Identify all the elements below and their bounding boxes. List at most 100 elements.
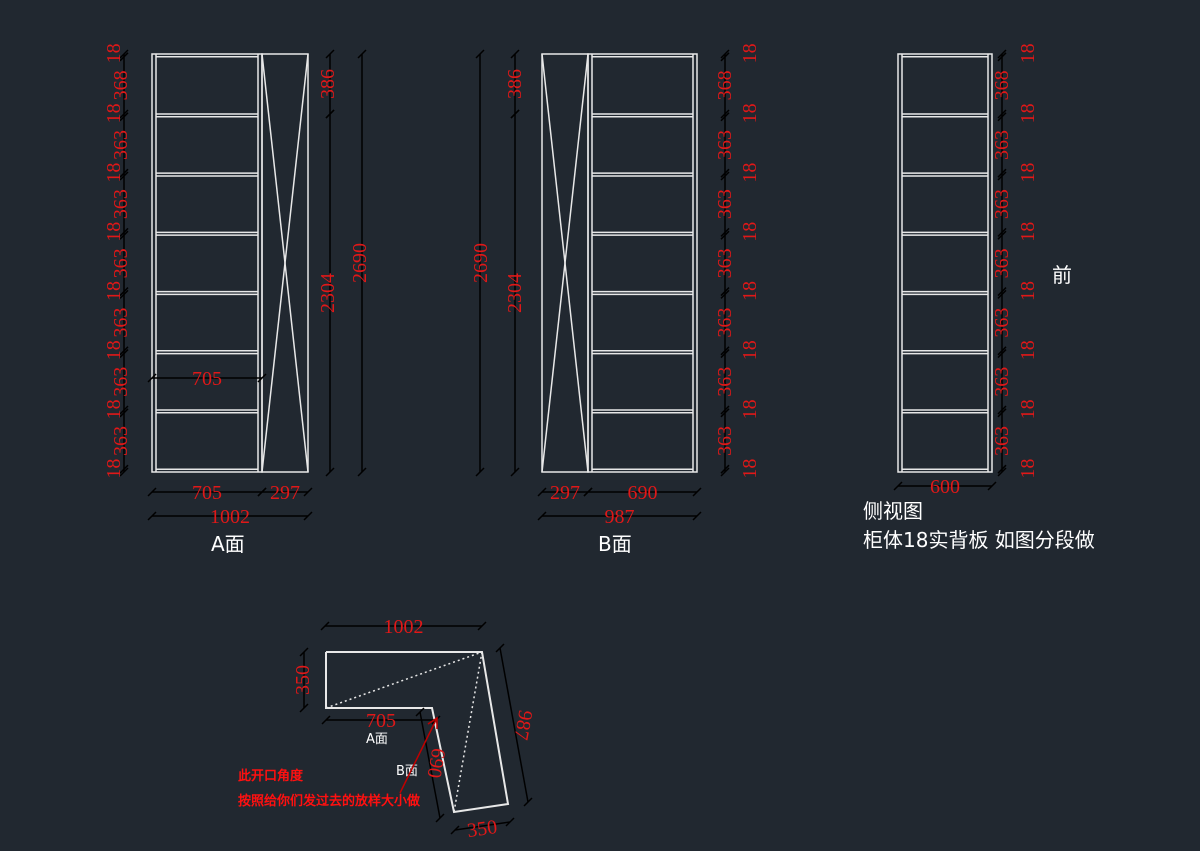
- dimension-tick: [987, 481, 997, 491]
- dimension-tick: [720, 349, 730, 359]
- dimension-tick: [720, 227, 730, 237]
- dimension-label: 690: [422, 746, 449, 779]
- side-view-note: 柜体18实背板 如图分段做: [863, 528, 1095, 552]
- dimension-tick: [299, 647, 309, 657]
- dimension-label: 363: [991, 189, 1013, 219]
- dimension-label: 363: [110, 248, 132, 278]
- dimension-tick: [537, 487, 547, 497]
- dimension-label: 705: [192, 482, 222, 504]
- dimension-tick: [325, 49, 335, 59]
- plan-note-line2: 按照给你们发过去的放样大小做: [238, 793, 420, 809]
- dimension-tick: [257, 373, 267, 383]
- dimension-tick: [325, 109, 335, 119]
- dimension-tick: [119, 408, 129, 418]
- dimension-tick: [583, 487, 593, 497]
- dimension-label: 363: [714, 426, 736, 456]
- dimension-tick: [997, 464, 1007, 474]
- dimension-label: 386: [317, 69, 339, 99]
- dimension-tick: [997, 112, 1007, 122]
- dimension-label: 363: [714, 308, 736, 338]
- front-label: 前: [1052, 263, 1072, 287]
- dimension-label: 18: [1017, 43, 1039, 63]
- cabinet-a-open-panel-cross: [261, 53, 309, 473]
- dimension-label: 297: [550, 482, 580, 504]
- dimension-tick: [415, 707, 425, 717]
- side-view-outline: [897, 53, 993, 473]
- dimension-label: 18: [103, 459, 125, 479]
- dimension-label: 18: [739, 103, 761, 123]
- dimension-tick: [997, 349, 1007, 359]
- dimension-tick: [720, 467, 730, 477]
- dimension-tick: [119, 112, 129, 122]
- dimension-tick: [537, 511, 547, 521]
- dimension-tick: [303, 511, 313, 521]
- dimension-tick: [119, 109, 129, 119]
- dimension-label: 1002: [384, 616, 424, 638]
- dimension-tick: [320, 621, 330, 631]
- dimension-label: 363: [714, 248, 736, 278]
- dimension-line: [499, 647, 529, 803]
- dimension-tick: [997, 346, 1007, 356]
- dimension-label: 363: [991, 308, 1013, 338]
- cabinet-b-outline: [587, 53, 698, 473]
- cabinet-b-title: B面: [598, 532, 632, 556]
- dimension-label: 600: [930, 476, 960, 498]
- dimension-tick: [477, 621, 487, 631]
- dimension-tick: [997, 230, 1007, 240]
- cabinet-a-open-panel-outline: [261, 53, 309, 473]
- dimension-tick: [435, 813, 445, 823]
- dimension-tick: [299, 703, 309, 713]
- dimension-tick: [119, 349, 129, 359]
- dimension-label: 363: [110, 426, 132, 456]
- side-view-title: 侧视图: [863, 499, 923, 523]
- dimension-tick: [325, 467, 335, 477]
- dimension-tick: [495, 643, 505, 653]
- dimension-tick: [720, 230, 730, 240]
- dimension-label: 18: [1017, 103, 1039, 123]
- dimension-tick: [119, 464, 129, 474]
- dimension-tick: [997, 49, 1007, 59]
- dimension-label: 18: [103, 43, 125, 63]
- dimension-tick: [997, 171, 1007, 181]
- dimension-tick: [997, 467, 1007, 477]
- dimension-tick: [357, 49, 367, 59]
- dimension-tick: [475, 49, 485, 59]
- dimension-label: 18: [1017, 281, 1039, 301]
- dimension-label: 350: [292, 665, 314, 695]
- dimension-tick: [510, 49, 520, 59]
- dimension-tick: [720, 168, 730, 178]
- dimension-label: 18: [103, 399, 125, 419]
- dimension-tick: [119, 346, 129, 356]
- dimension-tick: [720, 405, 730, 415]
- dimension-label: 2304: [504, 273, 526, 313]
- dimension-label: 987: [509, 708, 536, 741]
- dimension-label: 18: [739, 459, 761, 479]
- dimension-label: 705: [366, 710, 396, 732]
- dimension-label: 2304: [317, 273, 339, 313]
- dimension-tick: [147, 511, 157, 521]
- dimension-tick: [997, 109, 1007, 119]
- dimension-tick: [119, 171, 129, 181]
- dimension-tick: [997, 289, 1007, 299]
- dimension-tick: [505, 817, 515, 827]
- dimension-label: 18: [103, 163, 125, 183]
- dimension-tick: [523, 797, 533, 807]
- cabinet-a-title: A面: [211, 532, 245, 556]
- dimension-label: 363: [714, 367, 736, 397]
- dimension-label: 363: [714, 189, 736, 219]
- dimension-tick: [119, 405, 129, 415]
- dimension-tick: [119, 230, 129, 240]
- dimension-line: [454, 821, 511, 831]
- dimension-tick: [893, 481, 903, 491]
- dimension-tick: [119, 289, 129, 299]
- dimension-label: 1002: [210, 506, 250, 528]
- dimension-tick: [510, 109, 520, 119]
- dimension-label: 363: [110, 189, 132, 219]
- dimension-label: 18: [103, 281, 125, 301]
- dimension-tick: [997, 405, 1007, 415]
- dimension-label: 18: [1017, 399, 1039, 419]
- dimension-label: 18: [103, 340, 125, 360]
- dimension-tick: [720, 109, 730, 119]
- dimension-tick: [720, 408, 730, 418]
